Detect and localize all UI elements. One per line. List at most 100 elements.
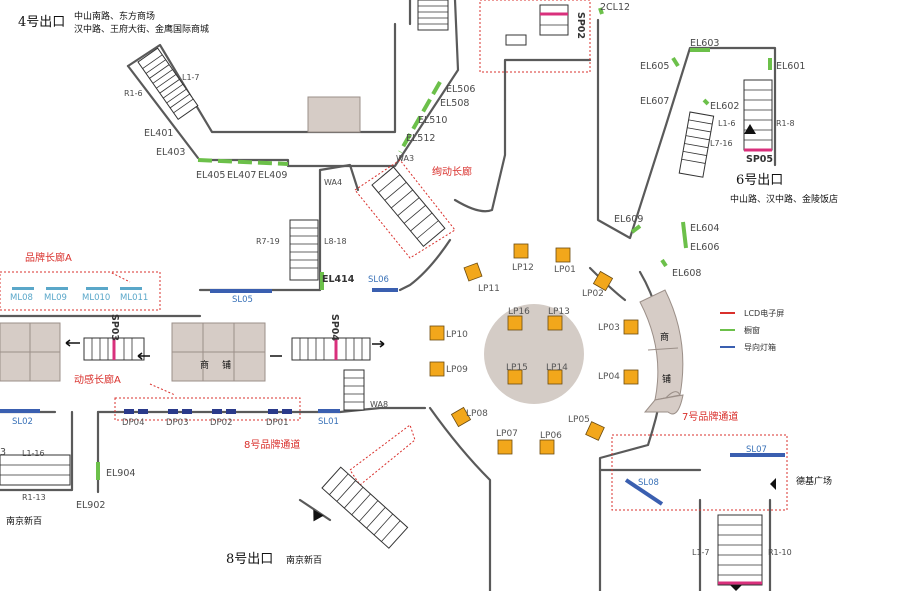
corridor-labels: 品牌长廊A 动感长廊A 绚动长廊 8号品牌通道 7号品牌通道 [25,165,738,451]
lp-label: LP03 [598,323,620,333]
sl-label: SL05 [232,295,253,305]
lp-label: LP04 [598,372,620,382]
lp-panel [585,421,605,441]
lp-label: LP10 [446,330,468,340]
dp-label: DP04 [122,418,145,428]
lp-label: LP07 [496,429,518,439]
stair-label: R1-8 [776,119,795,128]
lp-panels [429,243,639,455]
window-markers [96,7,772,480]
lcd-bars [112,12,772,585]
lp-label: LP06 [540,431,562,441]
exit-4-title: 4号出口 [18,15,65,30]
lp-panel [539,439,555,455]
lp-label: LP01 [554,265,576,275]
el-label: EL604 [690,223,719,234]
lp-panel [623,369,639,385]
lp-label: LP02 [582,289,604,299]
lp-panel [429,325,445,341]
lp-panel [507,369,523,385]
sl-wa-sp-labels: SL01 SL02 SL05 SL06 SL07 SL08 WA3 WA4 WA… [12,12,773,488]
el-label: EL603 [690,38,719,49]
el-label: EL902 [76,500,105,511]
exit-6-line1: 中山路、汉中路、金陵饭店 [730,193,838,205]
corridor-brand-8: 8号品牌通道 [244,438,300,451]
stair-label: R1-6 [124,89,143,98]
arrow-left-icon [770,478,776,490]
dp-label: DP02 [210,418,233,428]
legend-lcd: LCD电子屏 [744,308,784,318]
dp-label: DP03 [166,418,189,428]
stair-label: R1-13 [22,493,46,502]
lp-label: LP12 [512,263,534,273]
ml-label: ML09 [44,293,67,303]
corridor-dynamic-a: 动感长廊A [74,373,121,386]
lp-panel [555,247,571,263]
central-platform [484,304,584,404]
exit-8-title: 8号出口 [226,552,273,567]
ml-label: ML011 [120,293,148,303]
el-labels: EL401 EL403 EL405 EL407 EL409 EL414 EL50… [76,38,805,511]
arrow-left-icon [65,339,80,347]
corridor-brand-a: 品牌长廊A [25,251,72,264]
corridor-outlines [0,0,788,511]
el-label: EL606 [690,242,719,253]
lp-panel [513,243,529,259]
arrow-down-icon [730,585,742,591]
sl-label: SL01 [318,417,339,427]
stair-label: 2CL12 [600,2,630,13]
lp-panel [547,369,563,385]
el-label: EL407 [227,170,256,181]
direction-arrows [65,124,776,591]
stair-label: 3 [0,447,6,458]
deji-plaza: 德基广场 [796,475,832,487]
el-label: EL510 [418,115,447,126]
legend: LCD电子屏 橱窗 导向灯箱 [720,308,784,352]
shop-block-top [307,96,361,133]
lp-labels: LP01 LP02 LP03 LP04 LP05 LP06 LP07 LP08 … [446,263,620,441]
lp-label: LP05 [568,415,590,425]
stair-label: L1-16 [22,449,45,458]
el-label: EL512 [406,133,435,144]
el-label: EL403 [156,147,185,158]
lp-panel [450,406,472,428]
lp-panel [463,262,483,282]
ml-dp-labels: ML08 ML09 ML010 ML011 DP04 DP03 DP02 DP0… [10,293,289,428]
el-label: EL506 [446,84,475,95]
el-label: EL904 [106,468,135,479]
lp-panel [429,361,445,377]
lp-panel [507,315,523,331]
lp-label: LP14 [546,363,568,373]
arrow-left-icon [137,352,150,360]
exit-4-line2: 汉中路、王府大街、金鹰国际商城 [74,23,209,35]
shop-char-3: 商 [660,331,669,343]
ml-label: ML010 [82,293,110,303]
sl-label: SL06 [368,275,389,285]
dp-label: DP01 [266,418,289,428]
exit-8-line1: 南京新百 [286,554,322,566]
el-label: EL605 [640,61,669,72]
corridor-brand-7: 7号品牌通道 [682,410,738,423]
el-label: EL602 [710,101,739,112]
sl-label: SL02 [12,417,33,427]
sl-label: SL08 [638,478,659,488]
shops: 商 铺 商 铺 [0,96,684,415]
el-label: EL405 [196,170,225,181]
legend-window: 橱窗 [744,325,760,335]
sp-label: SP05 [746,154,773,165]
sp-label: SP04 [329,314,340,341]
el-label: EL414 [322,274,355,285]
stair-label: R7-19 [256,237,280,246]
wa-label: WA4 [324,178,342,187]
lp-label: LP08 [466,409,488,419]
lp-panel [623,319,639,335]
lp-label: LP11 [478,284,500,294]
lp-label: LP15 [506,363,528,373]
el-label: EL401 [144,128,173,139]
exit-labels: 4号出口 中山南路、东方商场 汉中路、王府大街、金鹰国际商城 6号出口 中山路、… [6,10,838,567]
stair-label: L8-18 [324,237,347,246]
lp-label: LP13 [548,307,570,317]
lp-panel [592,270,614,292]
el-label: EL409 [258,170,287,181]
